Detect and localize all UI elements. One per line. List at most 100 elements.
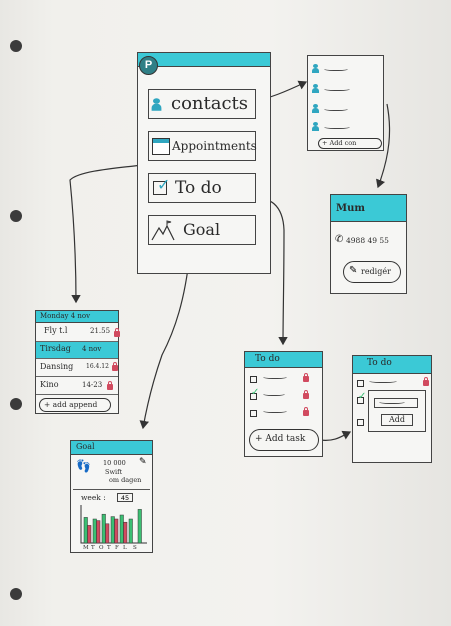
home-screen: P contacts Appointments ✓ To do Goal [137,52,271,274]
lock-icon [303,407,309,416]
day-label: S [133,545,137,551]
contact-name-line [324,86,350,91]
day-label: F [115,545,119,551]
chart-bar [101,513,106,544]
chart-bar [110,516,115,544]
goal-title: Goal [76,442,95,451]
appointment-row[interactable]: Tirsdag 4 nov [36,342,118,359]
todo-checkbox[interactable] [250,393,257,400]
appointment-time: 14-23 [82,381,103,389]
contacts-list-screen: + Add con [307,55,384,151]
todo-text-line [263,391,285,396]
appointment-title: Kino [40,380,59,389]
contact-avatar-icon[interactable] [312,84,319,93]
contact-name-line [324,106,348,111]
contact-avatar-icon[interactable] [312,64,319,73]
day-labels: M T O T F L S [83,545,149,553]
edit-contact-button[interactable]: ✎ redigér [343,261,401,283]
lock-icon [107,381,113,390]
todo-checkbox[interactable] [250,410,257,417]
chart-bar [83,517,88,544]
person-icon [151,98,162,111]
checkbox-icon [153,181,167,195]
chart-bar [123,521,128,544]
add-task-label: + Add task [255,434,306,444]
todo-checkbox[interactable] [250,376,257,383]
chart-bar [92,518,97,544]
todo-header-bar: To do [245,352,322,368]
checkmark-icon: ✓ [157,175,171,194]
add-task-confirm-label: Add [389,415,406,424]
todo-checkbox[interactable] [357,419,364,426]
menu-item-contacts[interactable]: contacts [148,89,256,119]
add-task-confirm-button[interactable]: Add [381,414,413,426]
menu-item-todo-label: To do [175,178,222,198]
todo-checkbox[interactable] [357,380,364,387]
add-contact-button[interactable]: + Add con [318,138,382,149]
task-text-line [379,399,405,404]
menu-item-goal-label: Goal [183,220,221,239]
todo-add-header-bar: To do [353,356,431,374]
chart-bar [128,518,133,544]
lock-icon [112,362,118,371]
todo-list-screen: To do ✓ + Add task [244,351,323,457]
todo-text-line [369,378,397,383]
todo-text-line [263,374,287,379]
todo-title: To do [255,354,280,364]
day-label: M [83,545,89,551]
goal-screen: Goal 👣 10 000 Swift om dagen ✎ week : 45… [70,440,153,553]
contact-header-bar [331,195,406,222]
menu-item-todo[interactable]: ✓ To do [148,173,256,203]
todo-add-title: To do [367,358,392,368]
menu-item-appointments-label: Appointments [172,139,257,153]
add-contact-label: + Add con [322,139,357,147]
menu-item-appointments[interactable]: Appointments [148,131,257,161]
contact-name-line [324,124,350,129]
footprints-icon: 👣 [76,459,91,473]
contact-name-line [324,66,348,71]
chart-bar [105,523,110,544]
appointment-row[interactable]: Dansing 16.4.12 [36,359,118,377]
appointment-row[interactable]: Fly t.l 21.55 [36,324,120,342]
add-appointment-label: + add append [44,400,98,409]
binder-hole [10,210,22,222]
contact-avatar-icon[interactable] [312,122,319,131]
home-header-bar [138,53,270,67]
todo-checkbox[interactable] [357,397,364,404]
menu-item-goal[interactable]: Goal [148,215,256,245]
app-logo: P [139,56,158,75]
binder-hole [10,398,22,410]
appointment-row[interactable]: Kino 14-23 [36,377,118,395]
appointment-title: Dansing [40,362,74,371]
arrow-goal [139,251,191,430]
goal-steps-line2: Swift [105,468,123,476]
appointments-date: Monday 4 nov [40,312,91,320]
goal-steps-line3: om dagen [109,476,142,484]
day-label: O [99,545,104,551]
day-label: L [123,545,127,551]
appointment-time: 16.4.12 [86,363,109,370]
chart-bar [87,525,92,544]
add-task-dialog: Add [368,390,426,432]
arrow-appointments [69,162,161,304]
task-text-input[interactable] [374,398,418,408]
calendar-icon [152,138,170,155]
lock-icon [114,328,120,337]
arrow-add-task [319,430,352,441]
contact-detail-screen: Mum ✆ 4988 49 55 ✎ redigér [330,194,407,294]
todo-text-line [263,408,287,413]
binder-hole [10,40,22,52]
pencil-icon[interactable]: ✎ [139,457,147,467]
add-task-button[interactable]: + Add task [249,429,319,451]
add-appointment-button[interactable]: + add append [39,398,111,412]
appointments-header-bar: Monday 4 nov [36,311,118,323]
contact-avatar-icon[interactable] [312,104,319,113]
appointments-screen: Monday 4 nov Fly t.l 21.55 Tirsdag 4 nov… [35,310,120,414]
goal-steps-line1: 10 000 [103,459,126,467]
binder-hole [10,588,22,600]
day-label: T [91,545,95,551]
goal-bar-chart [80,505,147,544]
chart-bar [119,514,124,544]
week-value[interactable]: 45 [117,493,133,502]
